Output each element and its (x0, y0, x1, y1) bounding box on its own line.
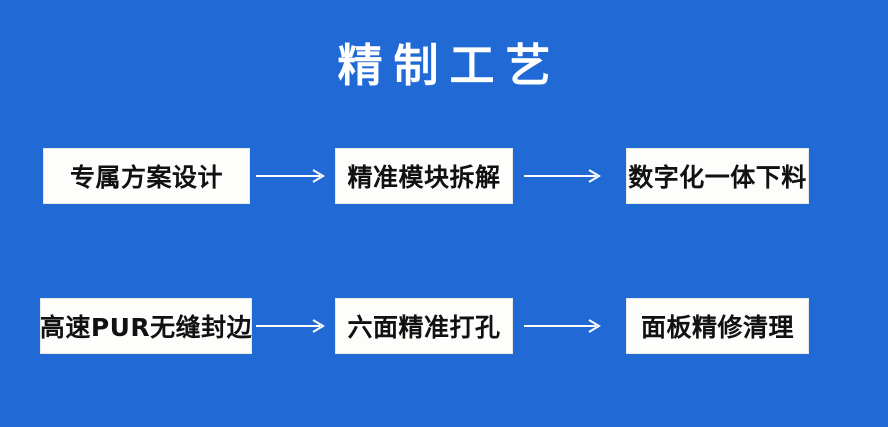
process-step-box[interactable]: 高速PUR无缝封边 (40, 298, 252, 354)
process-step-box[interactable]: 面板精修清理 (626, 298, 809, 354)
process-step-label: 精准模块拆解 (347, 163, 501, 192)
process-step-label: 六面精准打孔 (347, 313, 501, 342)
process-step-label: 高速PUR无缝封边 (39, 313, 253, 342)
process-step-box[interactable]: 六面精准打孔 (335, 298, 513, 354)
process-step-label: 面板精修清理 (640, 313, 794, 342)
process-step-box[interactable]: 数字化一体下料 (626, 148, 809, 204)
process-row-1: 专属方案设计 精准模块拆解 数字化一体下料 (0, 147, 888, 205)
process-row-2: 高速PUR无缝封边 六面精准打孔 面板精修清理 (0, 297, 888, 355)
process-step-box[interactable]: 精准模块拆解 (335, 148, 513, 204)
page-title: 精制工艺 (337, 39, 562, 92)
process-step-label: 专属方案设计 (69, 163, 223, 192)
process-step-box[interactable]: 专属方案设计 (43, 148, 250, 204)
process-step-label: 数字化一体下料 (628, 163, 807, 192)
